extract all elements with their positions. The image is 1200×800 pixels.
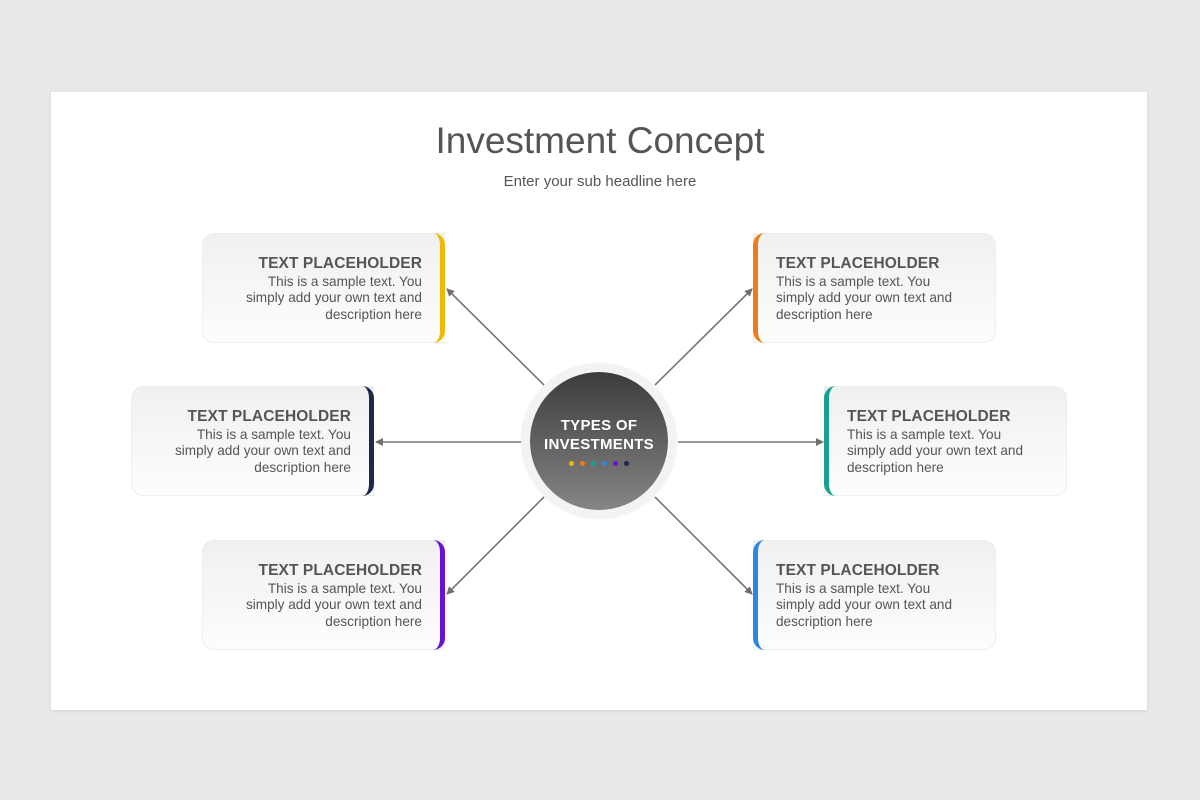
card-top-right: TEXT PLACEHOLDER This is a sample text. … bbox=[753, 233, 996, 343]
card-bottom-right: TEXT PLACEHOLDER This is a sample text. … bbox=[753, 540, 996, 650]
card-accent-bar bbox=[824, 386, 836, 496]
hub-dot bbox=[602, 461, 607, 466]
card-body-line: description here bbox=[254, 459, 351, 475]
card-body: This is a sample text. You simply add yo… bbox=[776, 274, 985, 323]
hub-dots bbox=[530, 461, 668, 466]
hub-dot bbox=[613, 461, 618, 466]
card-body-line: simply add your own text and bbox=[776, 290, 953, 306]
card-heading: TEXT PLACEHOLDER bbox=[847, 408, 1011, 425]
card-accent-bar bbox=[753, 233, 765, 343]
card-body-line: This is a sample text. You bbox=[776, 274, 931, 289]
hub-label: TYPES OF INVESTMENTS bbox=[530, 416, 668, 454]
card-body: This is a sample text. You simply add yo… bbox=[776, 581, 985, 630]
card-body-line: description here bbox=[776, 613, 873, 629]
card-body-line: simply add your own text and bbox=[776, 597, 953, 613]
card-heading: TEXT PLACEHOLDER bbox=[258, 255, 422, 272]
hub-dot bbox=[624, 461, 629, 466]
card-body-line: This is a sample text. You bbox=[776, 581, 931, 596]
card-bottom-left: TEXT PLACEHOLDER This is a sample text. … bbox=[202, 540, 445, 650]
arrow-top-right bbox=[654, 288, 753, 386]
arrow-top-left bbox=[446, 288, 545, 386]
card-body: This is a sample text. You simply add yo… bbox=[213, 274, 422, 323]
arrow-bottom-right bbox=[654, 496, 753, 595]
slide-title: Investment Concept bbox=[435, 120, 765, 161]
hub-dot bbox=[591, 461, 596, 466]
card-accent-bar bbox=[433, 233, 445, 343]
card-middle-right: TEXT PLACEHOLDER This is a sample text. … bbox=[824, 386, 1067, 496]
card-body-line: simply add your own text and bbox=[847, 443, 1024, 459]
card-heading: TEXT PLACEHOLDER bbox=[776, 562, 940, 579]
card-body-line: simply add your own text and bbox=[174, 443, 351, 459]
card-accent-bar bbox=[433, 540, 445, 650]
card-heading: TEXT PLACEHOLDER bbox=[776, 255, 940, 272]
card-body: This is a sample text. You simply add yo… bbox=[847, 427, 1056, 476]
card-body-line: description here bbox=[847, 459, 944, 475]
card-middle-left: TEXT PLACEHOLDER This is a sample text. … bbox=[131, 386, 374, 496]
card-body-line: description here bbox=[776, 306, 873, 322]
slide-subtitle: Enter your sub headline here bbox=[503, 173, 697, 190]
card-body-line: description here bbox=[325, 306, 422, 322]
card-body: This is a sample text. You simply add yo… bbox=[213, 581, 422, 630]
hub-circle: TYPES OF INVESTMENTS bbox=[530, 372, 668, 510]
card-heading: TEXT PLACEHOLDER bbox=[187, 408, 351, 425]
card-body-line: This is a sample text. You bbox=[267, 581, 422, 596]
hub-dot bbox=[580, 461, 585, 466]
card-body-line: This is a sample text. You bbox=[847, 427, 1002, 442]
card-body-line: simply add your own text and bbox=[245, 597, 422, 613]
card-heading: TEXT PLACEHOLDER bbox=[258, 562, 422, 579]
hub-label-line: INVESTMENTS bbox=[544, 436, 654, 453]
hub-label-line: TYPES OF bbox=[560, 417, 638, 434]
hub-dot bbox=[569, 461, 574, 466]
card-body: This is a sample text. You simply add yo… bbox=[142, 427, 351, 476]
card-body-line: description here bbox=[325, 613, 422, 629]
arrow-bottom-left bbox=[446, 496, 545, 595]
card-body-line: simply add your own text and bbox=[245, 290, 422, 306]
card-body-line: This is a sample text. You bbox=[267, 274, 422, 289]
card-accent-bar bbox=[753, 540, 765, 650]
card-top-left: TEXT PLACEHOLDER This is a sample text. … bbox=[202, 233, 445, 343]
card-body-line: This is a sample text. You bbox=[196, 427, 351, 442]
card-accent-bar bbox=[362, 386, 374, 496]
